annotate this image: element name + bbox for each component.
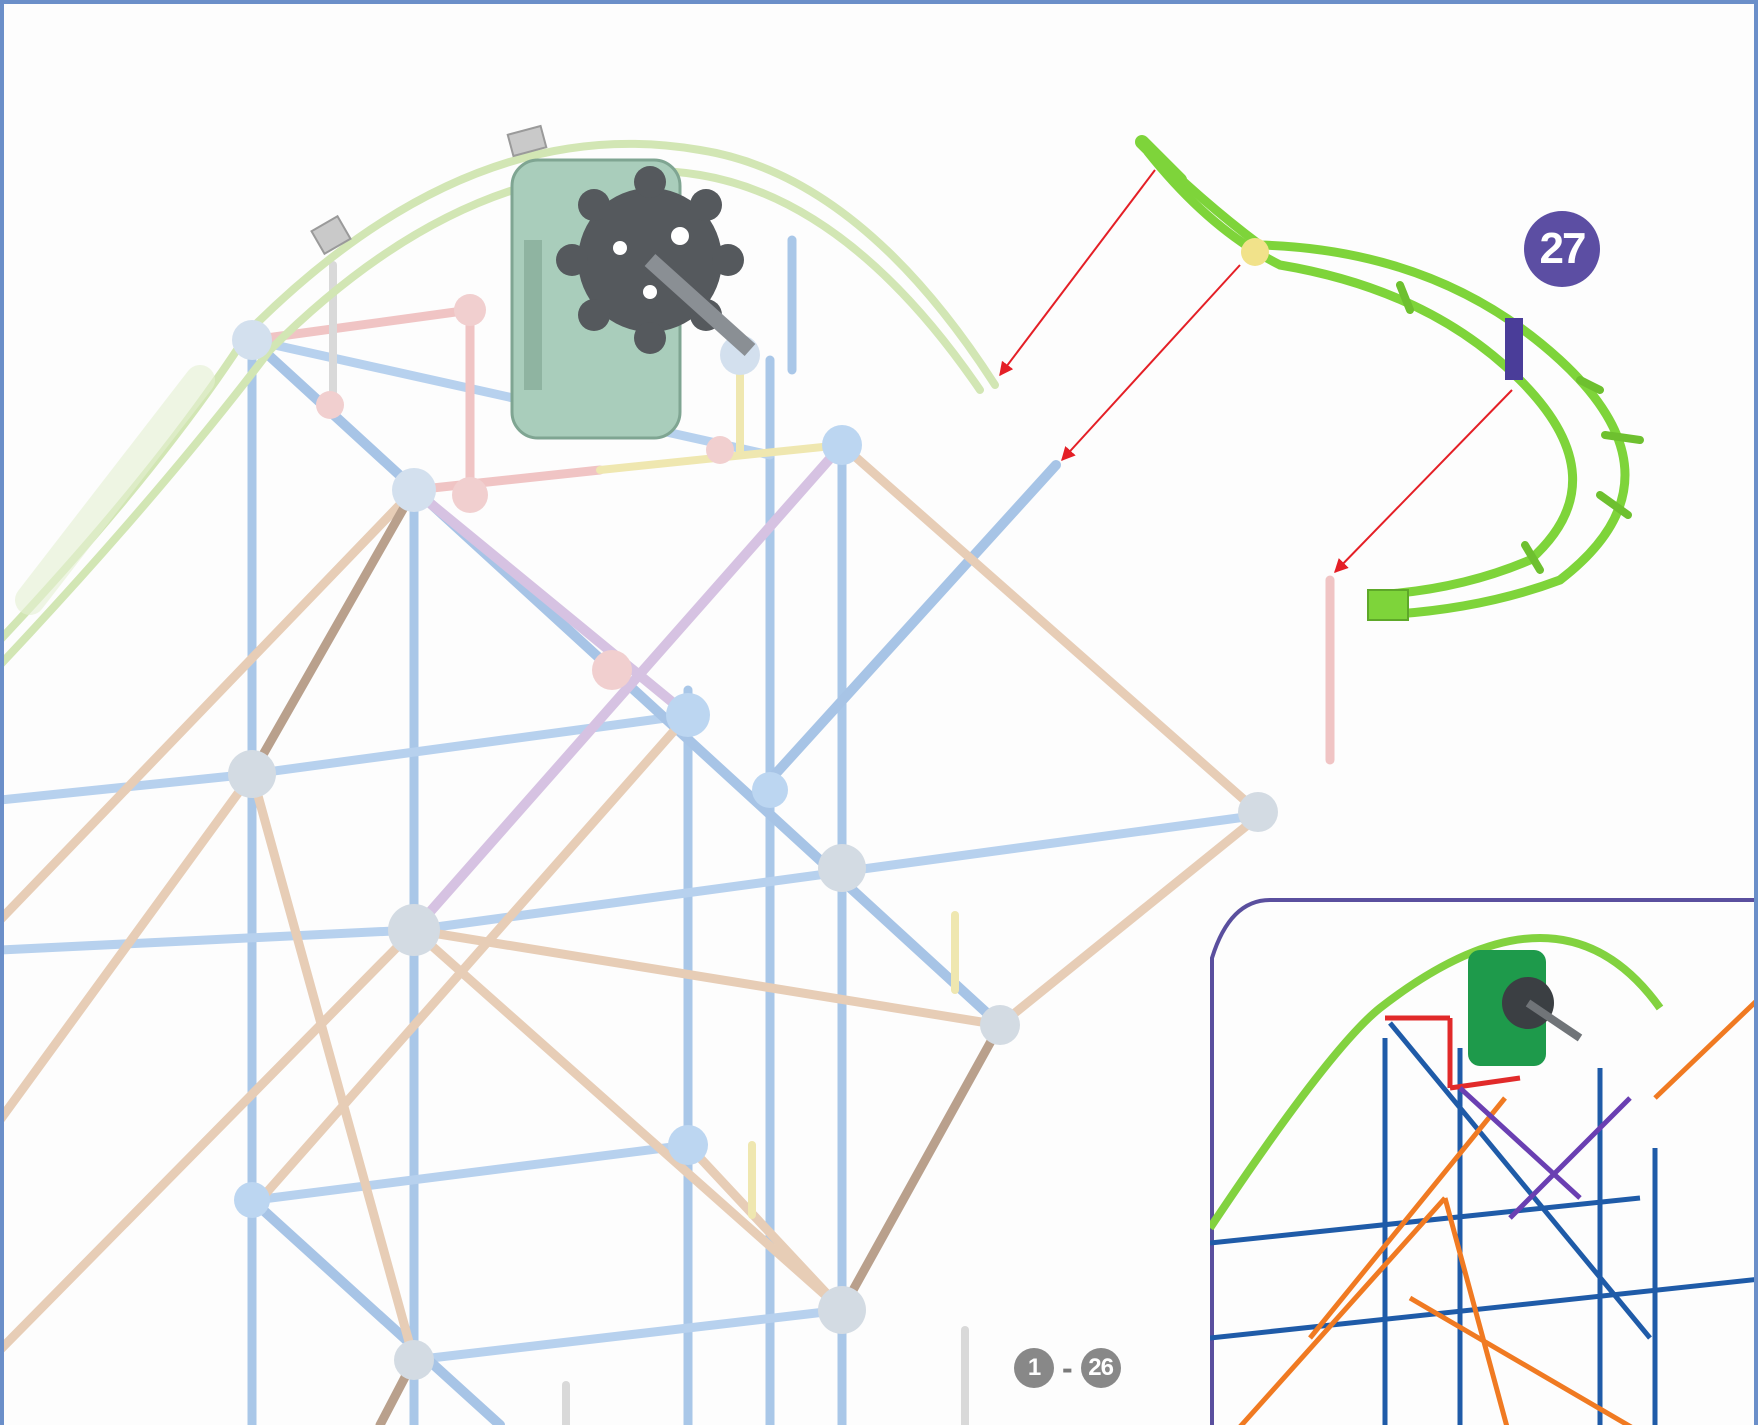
motor-unit [510, 158, 756, 440]
range-separator: - [1062, 1349, 1073, 1386]
new-track-piece [1135, 135, 1644, 621]
horizontal-rods [0, 335, 1265, 1365]
brown-rods [247, 485, 1005, 1425]
preview-illustration [1206, 898, 1758, 1425]
track-clips [310, 124, 548, 256]
preview-purple-rods [1458, 1086, 1632, 1220]
gear-icon [556, 166, 756, 356]
assembly-arrows [999, 169, 1513, 574]
tan-diagonal-rods [0, 440, 1265, 1365]
preview-orange-rods [1238, 996, 1758, 1425]
purple-rods [409, 440, 847, 935]
range-end-badge: 26 [1080, 1348, 1121, 1388]
preview-track [1206, 933, 1664, 1231]
blue-diagonal-rods [247, 335, 1061, 1425]
previous-steps-indicator: 1 - 26 [1014, 1344, 1121, 1392]
completed-model-preview [1206, 898, 1758, 1425]
step-number-badge: 27 [1524, 211, 1600, 287]
inset-border [1210, 898, 1758, 1425]
range-start-badge: 1 [1014, 1348, 1054, 1388]
grey-rods [329, 261, 969, 1425]
faded-existing-track [0, 139, 999, 669]
